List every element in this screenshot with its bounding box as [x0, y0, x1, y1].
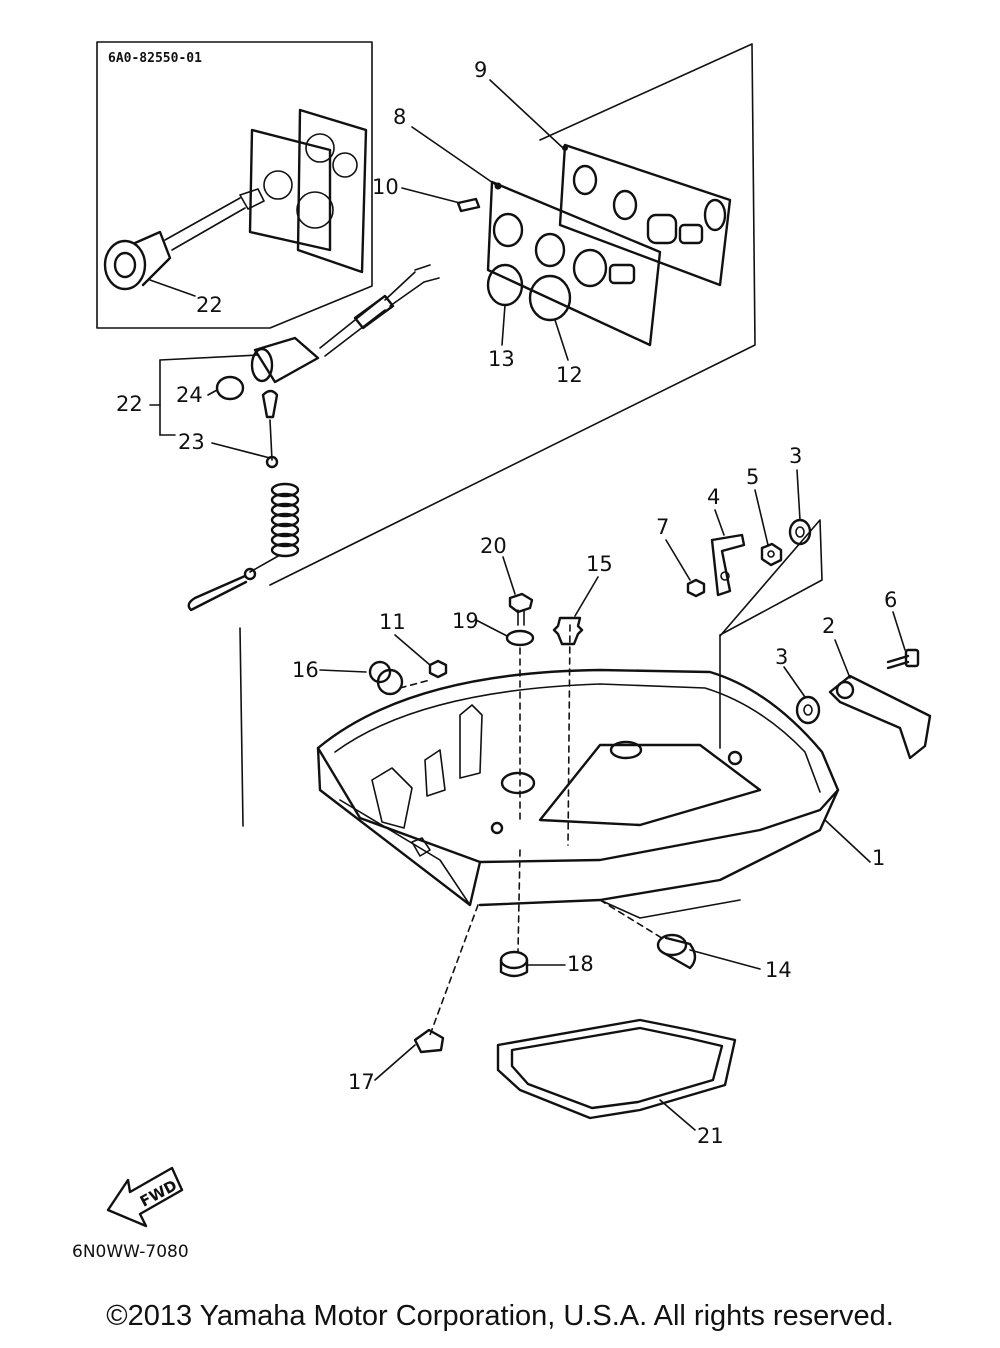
callout-16: 16 [292, 658, 319, 682]
callout-3-lower: 3 [775, 645, 788, 669]
fwd-arrow-icon: FWD [106, 1166, 184, 1228]
bottom-cowling-1 [316, 668, 840, 919]
callout-13: 13 [488, 347, 515, 371]
callout-17: 17 [348, 1070, 375, 1094]
gasket-21 [496, 1018, 737, 1120]
leader-14 [599, 899, 666, 941]
lanyard-23 [187, 389, 300, 612]
callout-11: 11 [379, 610, 406, 634]
callout-19: 19 [452, 609, 479, 633]
washer-19 [505, 629, 535, 647]
panel-outline [269, 43, 756, 586]
callout-12: 12 [556, 363, 583, 387]
nut-7 [686, 578, 706, 598]
callout-14: 14 [765, 958, 792, 982]
leader-17 [429, 904, 479, 1036]
callout-22: 22 [116, 392, 143, 416]
callout-7: 7 [656, 515, 669, 539]
callout-22-inset: 22 [196, 293, 223, 317]
callout-1: 1 [872, 846, 885, 870]
callout-labels: 9 8 10 22 13 12 22 24 23 3 5 4 7 20 15 6… [116, 58, 897, 1148]
stop-switch-22 [250, 264, 440, 384]
screw-10 [456, 197, 481, 213]
callout-18: 18 [567, 952, 594, 976]
grommet-15 [552, 616, 584, 646]
plug-13 [486, 263, 524, 307]
inset-panel: 6A0-82550-01 [96, 41, 373, 329]
leader-15 [567, 624, 571, 846]
callout-24: 24 [176, 383, 203, 407]
callout-20: 20 [480, 534, 507, 558]
copyright-notice: ©2013 Yamaha Motor Corporation, U.S.A. A… [106, 1300, 894, 1332]
callout-15: 15 [586, 552, 613, 576]
nut-11 [428, 659, 448, 679]
callout-23: 23 [178, 430, 205, 454]
callout-21: 21 [697, 1124, 724, 1148]
cap-24 [215, 375, 245, 401]
plug-12 [528, 274, 572, 322]
fwd-label: FWD [137, 1176, 180, 1210]
washer-3-upper [788, 518, 812, 546]
callout-2: 2 [822, 614, 835, 638]
callout-9: 9 [474, 58, 487, 82]
callout-5: 5 [746, 465, 759, 489]
callout-8: 8 [393, 105, 406, 129]
panel-plate-9 [558, 143, 732, 287]
callout-leaders [149, 79, 906, 1131]
clip-17 [413, 1028, 445, 1054]
washer-3-lower [795, 695, 821, 725]
inset-part-code: 6A0-82550-01 [108, 51, 202, 66]
callout-4: 4 [707, 485, 720, 509]
leader-16 [399, 679, 431, 689]
grommet-18 [499, 950, 529, 978]
inset-stop-switch [103, 188, 265, 291]
bolt-20 [508, 592, 534, 626]
nut-5 [760, 542, 783, 567]
lever-2 [828, 674, 932, 760]
bracket-4 [710, 533, 746, 597]
callout-10: 10 [372, 175, 399, 199]
grommet-16 [368, 660, 404, 696]
callout-3-upper: 3 [789, 444, 802, 468]
callout-6: 6 [884, 588, 897, 612]
bolt-6 [886, 648, 920, 670]
inset-gasket [248, 108, 368, 274]
leader-18 [517, 849, 521, 953]
drawing-code: 6N0WW-7080 [72, 1242, 189, 1262]
panel-gasket-8 [486, 180, 662, 347]
plug-14 [656, 933, 697, 970]
